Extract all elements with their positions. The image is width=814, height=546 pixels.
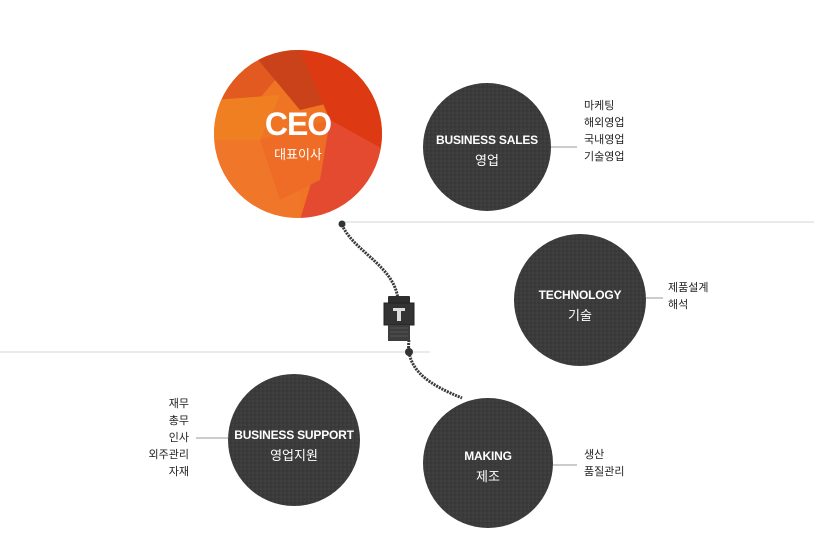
list-item: 기술영업	[584, 150, 625, 163]
list-item: 총무	[168, 414, 189, 427]
tech-label: TECHNOLOGY 기술	[520, 288, 640, 324]
list-item: 품질관리	[584, 465, 625, 478]
making-circle	[423, 398, 553, 528]
cable-line	[339, 221, 400, 301]
support-subtitle: 영업지원	[270, 449, 318, 464]
list-item: 제품설계	[668, 281, 709, 294]
cable-joint-bottom	[405, 348, 413, 356]
sales-circle	[423, 83, 551, 211]
list-item: 마케팅	[584, 99, 615, 112]
making-title: MAKING	[464, 449, 512, 463]
sales-title: BUSINESS SALES	[436, 133, 538, 147]
making-items: 생산 품질관리	[584, 446, 624, 480]
making-subtitle: 제조	[476, 470, 500, 485]
ceo-subtitle: 대표이사	[274, 148, 322, 163]
sales-label: BUSINESS SALES 영업	[427, 133, 547, 169]
support-label: BUSINESS SUPPORT 영업지원	[229, 428, 359, 464]
making-label: MAKING 제조	[428, 449, 548, 485]
plug-icon	[383, 296, 415, 341]
list-item: 국내영업	[584, 133, 625, 146]
list-item: 자재	[168, 465, 189, 478]
ceo-title: CEO	[264, 106, 332, 142]
tech-circle	[514, 234, 646, 366]
ceo-circle	[214, 50, 382, 218]
sales-subtitle: 영업	[475, 154, 499, 169]
list-item: 생산	[584, 448, 605, 461]
sales-items: 마케팅 해외영업 국내영업 기술영업	[584, 97, 624, 165]
list-item: 해외영업	[584, 116, 625, 129]
cable-line-lower	[407, 339, 463, 400]
ceo-label: CEO 대표이사	[238, 107, 358, 163]
list-item: 재무	[168, 397, 189, 410]
tech-items: 제품설계 해석	[668, 279, 708, 313]
list-item: 해석	[668, 298, 689, 311]
list-item: 외주관리	[148, 448, 189, 461]
tech-subtitle: 기술	[568, 309, 592, 324]
support-circle	[228, 374, 360, 506]
cable-joint-top	[338, 220, 346, 228]
support-items: 재무 총무 인사 외주관리 자재	[149, 395, 189, 480]
tech-title: TECHNOLOGY	[538, 288, 622, 302]
list-item: 인사	[168, 431, 189, 444]
support-title: BUSINESS SUPPORT	[234, 428, 354, 442]
